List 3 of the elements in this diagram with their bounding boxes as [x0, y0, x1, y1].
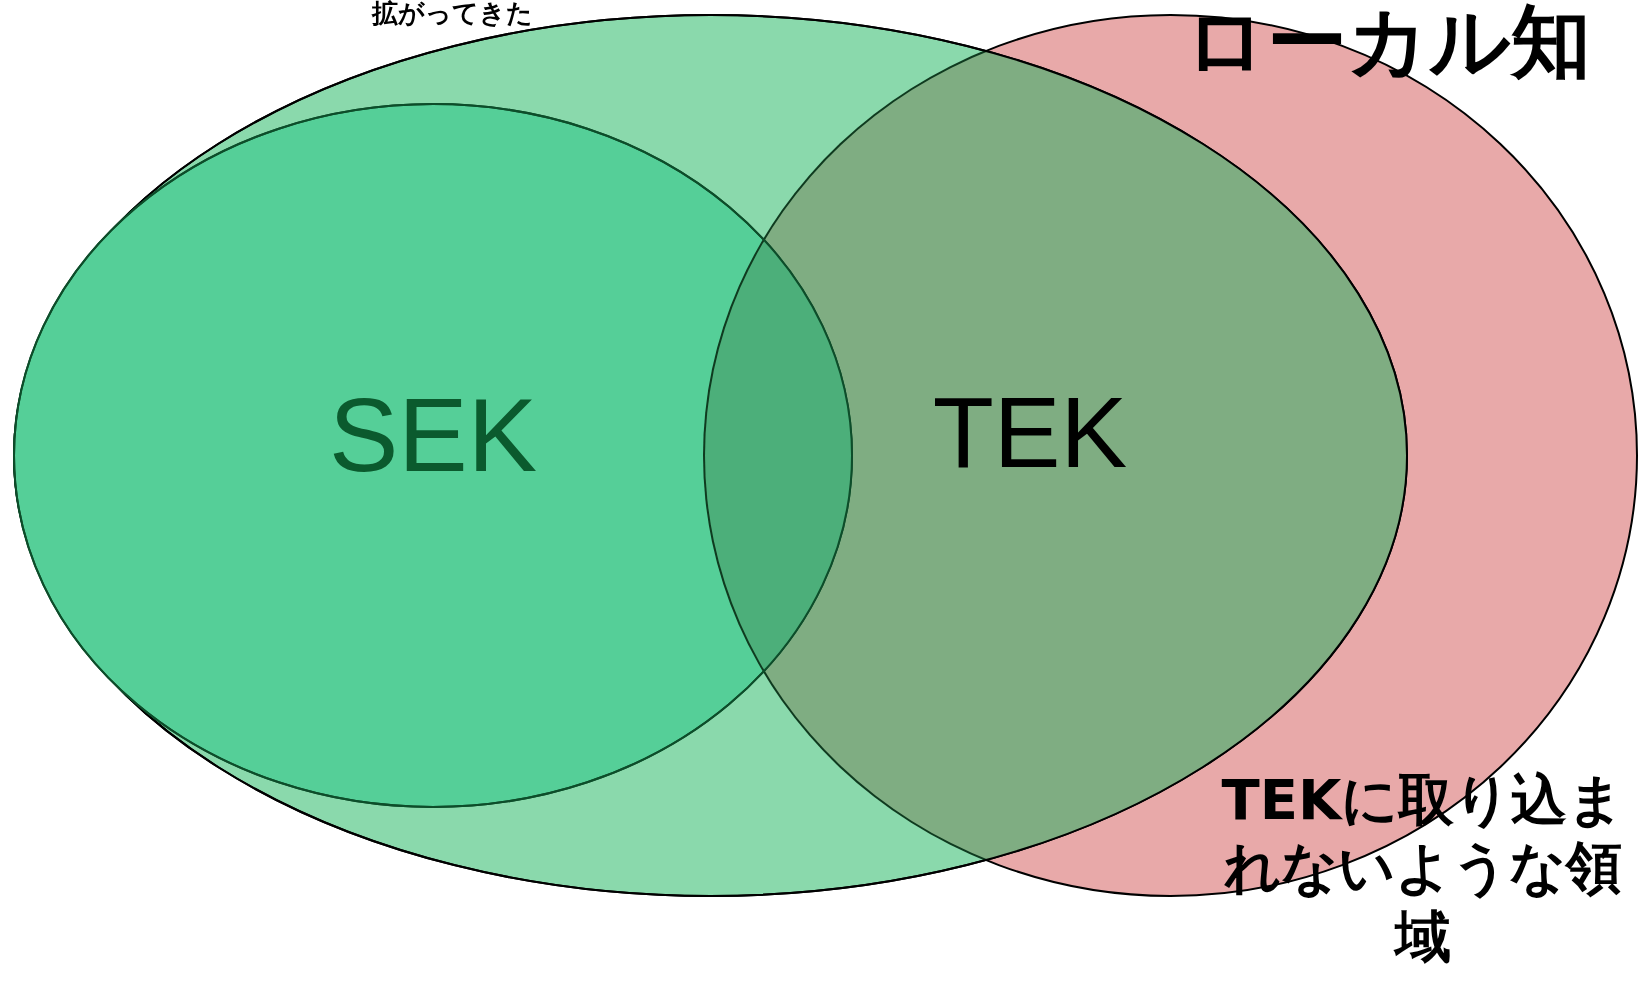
diagram-label: 拡がってきた: [372, 0, 533, 26]
venn-label: SEK: [327, 383, 539, 487]
diagram-label: TEK: [931, 382, 1129, 482]
